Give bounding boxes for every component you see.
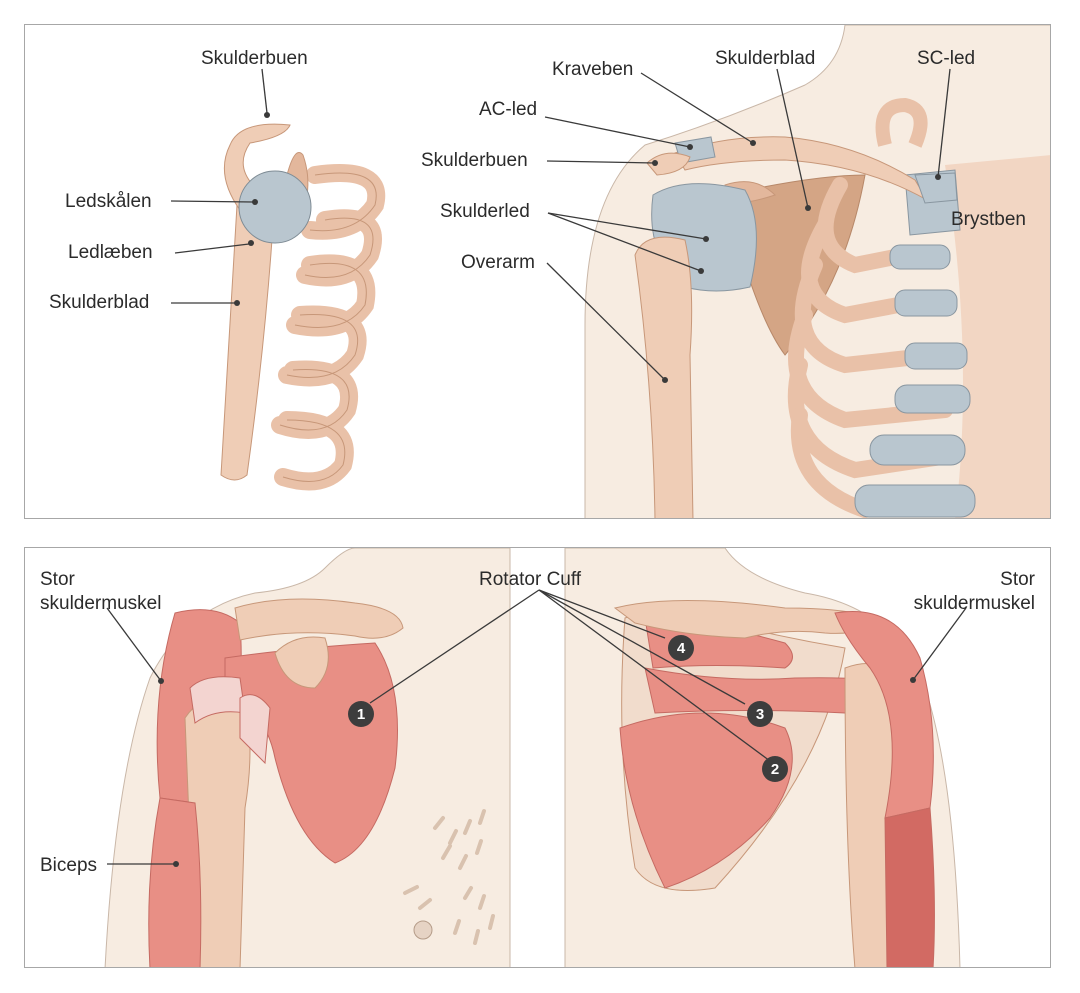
glenoid-fossa xyxy=(239,171,311,243)
label-ledskaalen: Ledskålen xyxy=(65,191,152,212)
label-biceps: Biceps xyxy=(40,855,97,876)
svg-text:3: 3 xyxy=(756,706,764,723)
label-rotator-cuff: Rotator Cuff xyxy=(479,569,582,590)
skeleton-illustration: Skulderbuen Ledskålen Ledlæben Skulderbl… xyxy=(25,25,1051,519)
muscle-panel: 1 4 3 2 Stor skuldermuskel Rotator Cuff … xyxy=(24,547,1051,968)
skeleton-panel: Skulderbuen Ledskålen Ledlæben Skulderbl… xyxy=(24,24,1051,519)
biceps xyxy=(149,798,201,968)
marker-2: 2 xyxy=(762,756,788,782)
svg-text:4: 4 xyxy=(677,640,686,657)
label-skulderblad-front: Skulderblad xyxy=(715,48,815,69)
label-stor-left-1: Stor xyxy=(40,569,76,590)
triceps xyxy=(885,808,934,968)
marker-1: 1 xyxy=(348,701,374,727)
lateral-shoulder-view: Skulderbuen Ledskålen Ledlæben Skulderbl… xyxy=(49,48,376,481)
label-kraveben: Kraveben xyxy=(552,59,633,80)
label-ledlaeben: Ledlæben xyxy=(68,242,153,263)
label-skulderbuen-front: Skulderbuen xyxy=(421,150,528,171)
muscle-illustration: 1 4 3 2 Stor skuldermuskel Rotator Cuff … xyxy=(25,548,1051,968)
label-stor-right-2: skuldermuskel xyxy=(914,593,1035,614)
svg-text:1: 1 xyxy=(357,706,365,723)
label-brystben: Brystben xyxy=(951,209,1026,230)
marker-3: 3 xyxy=(747,701,773,727)
nipple xyxy=(414,921,432,939)
label-ac-led: AC-led xyxy=(479,99,537,120)
label-overarm: Overarm xyxy=(461,252,535,273)
svg-text:2: 2 xyxy=(771,761,779,778)
label-stor-left-2: skuldermuskel xyxy=(40,593,161,614)
label-skulderled: Skulderled xyxy=(440,201,530,222)
label-skulderblad-lateral: Skulderblad xyxy=(49,292,149,313)
label-sc-led: SC-led xyxy=(917,48,975,69)
label-stor-right-1: Stor xyxy=(1000,569,1036,590)
marker-4: 4 xyxy=(668,635,694,661)
label-skulderbuen-lateral: Skulderbuen xyxy=(201,48,308,69)
